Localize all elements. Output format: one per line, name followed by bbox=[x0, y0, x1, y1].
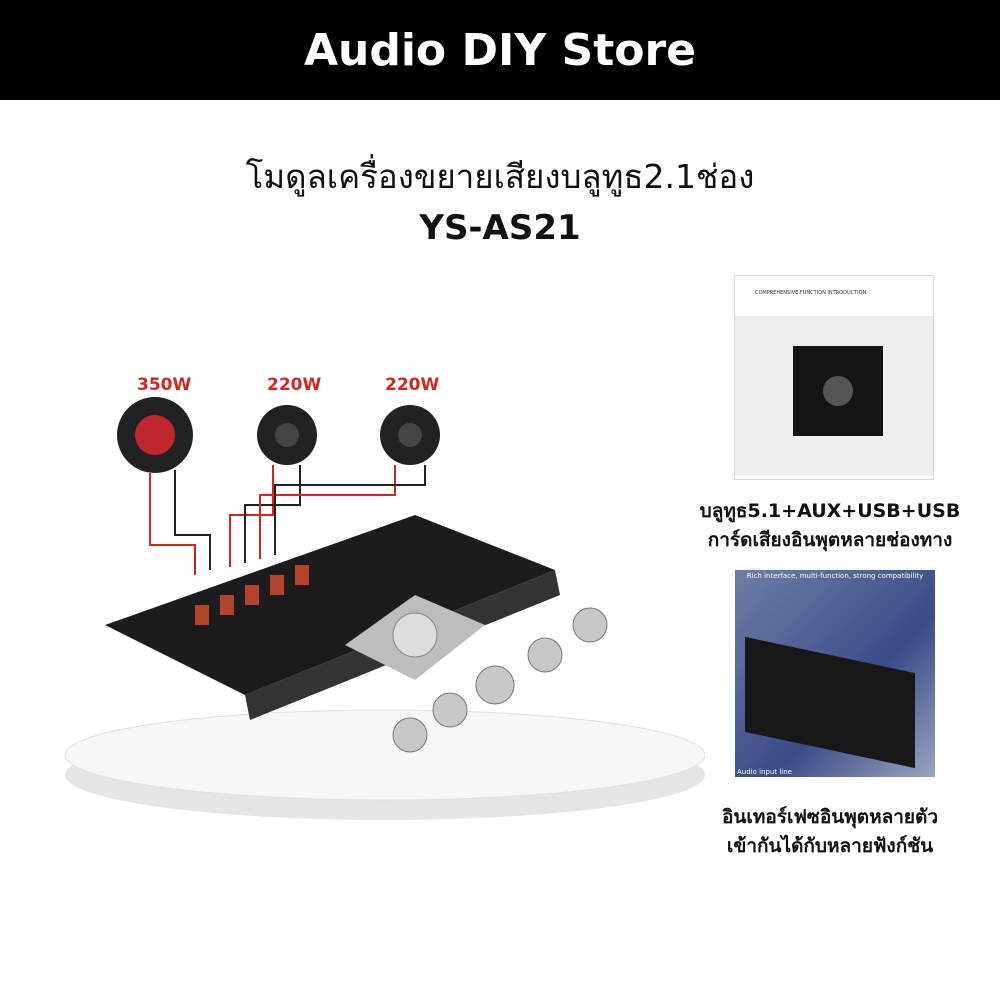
speaker-label-1: 350W bbox=[137, 375, 191, 395]
panel-2-caption: อินเทอร์เฟซอินพุตหลายตัว เข้ากันได้กับหล… bbox=[660, 803, 1000, 861]
caption-line: การ์ดเสียงอินพุตหลายช่องทาง bbox=[707, 529, 953, 551]
speaker-icon bbox=[380, 405, 440, 465]
speaker-label-2: 220W bbox=[267, 375, 321, 395]
audio-input-label: Audio input line bbox=[737, 768, 792, 776]
panel-1-caption: บลูทูธ5.1+AUX+USB+USB การ์ดเสียงอินพุตหล… bbox=[660, 497, 1000, 555]
interfaces-image: Rich interface, multi-function, strong c… bbox=[735, 570, 935, 777]
caption-line: เข้ากันได้กับหลายฟังก์ชัน bbox=[726, 835, 934, 857]
subwoofer-icon bbox=[117, 397, 193, 473]
amplifier-product-image: 350W 220W 220W bbox=[64, 375, 705, 820]
function-introduction-image: COMPREHENSIVE FUNCTION INTRODUCTION bbox=[734, 275, 934, 480]
speaker-icon bbox=[257, 405, 317, 465]
speaker-label-3: 220W bbox=[385, 375, 439, 395]
interfaces-heading: Rich interface, multi-function, strong c… bbox=[746, 572, 924, 580]
store-header: Audio DIY Store bbox=[0, 0, 1000, 100]
product-model: YS-AS21 bbox=[419, 208, 581, 248]
store-name: Audio DIY Store bbox=[303, 24, 697, 76]
caption-line: บลูทูธ5.1+AUX+USB+USB bbox=[699, 500, 961, 522]
caption-line: อินเทอร์เฟซอินพุตหลายตัว bbox=[721, 806, 939, 828]
function-intro-heading: COMPREHENSIVE FUNCTION INTRODUCTION bbox=[755, 290, 867, 296]
product-title: โมดูลเครื่องขยายเสียงบลูทูธ2.1ช่อง bbox=[245, 157, 755, 196]
